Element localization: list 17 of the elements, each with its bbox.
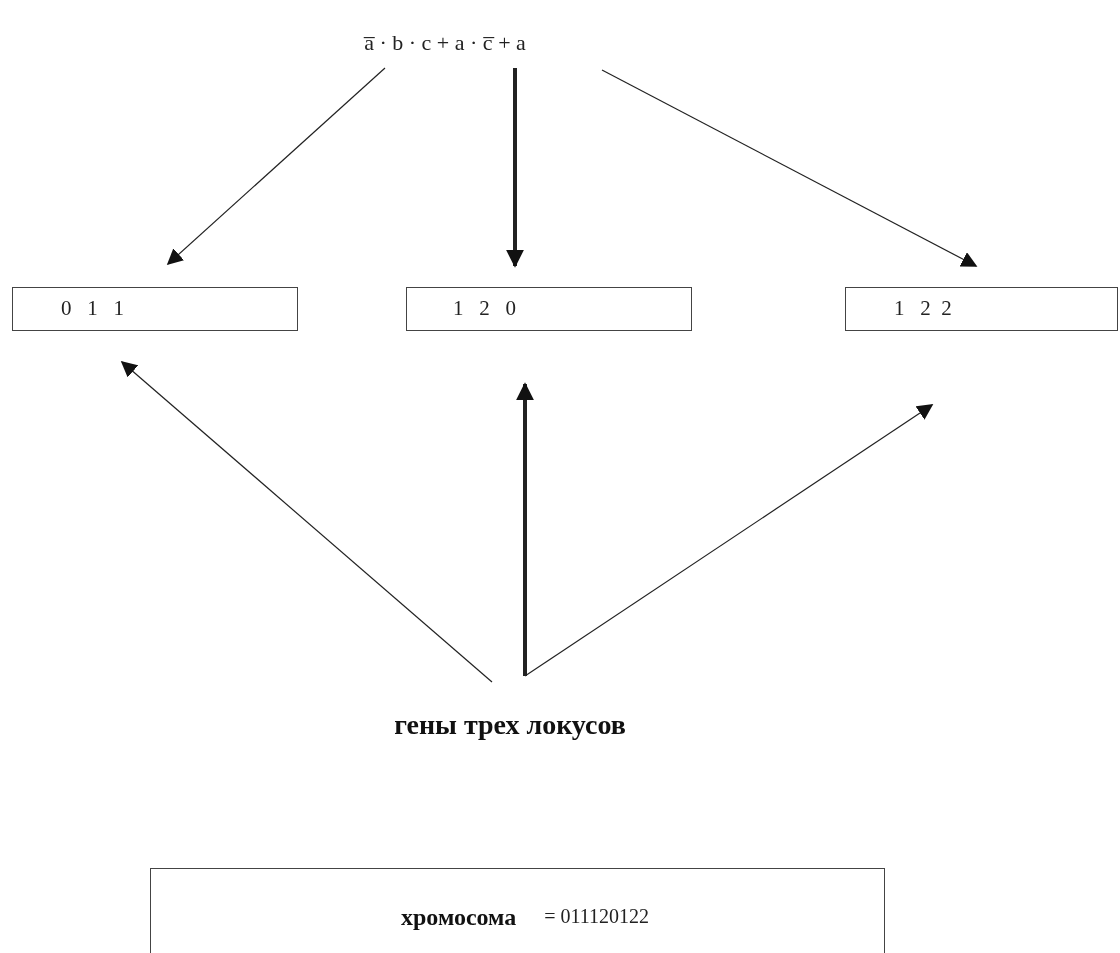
arrow: [524, 404, 934, 677]
chromosome-value: = 011120122: [544, 904, 650, 929]
node-text: 0 1 1: [61, 295, 124, 323]
node-text: гены трех локусов: [394, 708, 626, 742]
genotype-box: [406, 287, 692, 331]
chromosome-label: хромосома: [401, 903, 517, 932]
genotype-box: [12, 287, 298, 331]
arrow: [601, 69, 978, 267]
node-text: a̅ · b · c + a · c̅ + a: [364, 28, 526, 57]
arrow: [120, 360, 493, 683]
arrow: [506, 68, 524, 268]
chromosome-box: [150, 868, 885, 953]
arrow: [166, 67, 386, 266]
arrow: [516, 382, 534, 676]
node-text: 1 2 0: [453, 295, 516, 323]
genotype-box: [845, 287, 1118, 331]
node-text: 1 2 2: [894, 295, 952, 323]
